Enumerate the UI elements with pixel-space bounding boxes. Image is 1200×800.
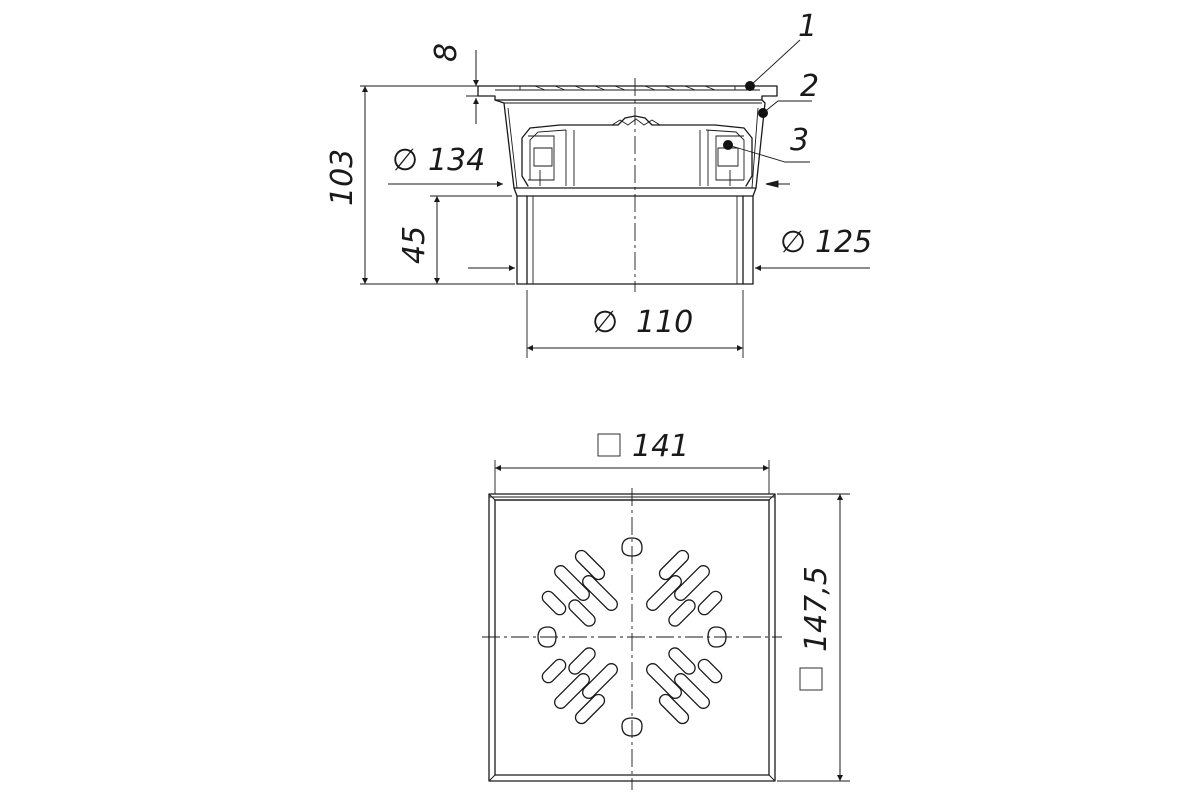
dim-outer-diameter-symbol: ∅ bbox=[780, 225, 806, 260]
dim-top-width-label: 141 bbox=[632, 429, 689, 464]
top-view: 141 147,5 bbox=[482, 429, 850, 790]
dim-body-diameter-label: 134 bbox=[428, 143, 485, 178]
dim-top-height bbox=[777, 493, 850, 782]
callout-1: 1 bbox=[798, 9, 817, 44]
odour-trap bbox=[521, 115, 753, 187]
square-symbol-height bbox=[799, 667, 823, 691]
dim-top-width bbox=[494, 460, 770, 494]
dim-total-height-label: 103 bbox=[325, 149, 360, 206]
dim-lip-height bbox=[466, 50, 495, 124]
square-symbol-width bbox=[597, 433, 621, 457]
grate-centerlines bbox=[482, 488, 782, 790]
dim-outlet-length-label: 45 bbox=[397, 226, 432, 264]
dim-outer-diameter-label: 125 bbox=[815, 225, 872, 260]
dim-lip-height-label: 8 bbox=[429, 43, 464, 62]
grate-top bbox=[477, 85, 778, 101]
dim-body-diameter-symbol: ∅ bbox=[392, 143, 418, 178]
dim-top-height-label: 147,5 bbox=[799, 566, 834, 652]
callout-3: 3 bbox=[790, 123, 809, 158]
dim-pipe-diameter-label: 110 bbox=[636, 305, 693, 340]
grate-slots bbox=[537, 537, 727, 737]
side-view: 1 2 3 8 103 45 ∅ 134 bbox=[325, 9, 872, 358]
callout-leaders bbox=[723, 39, 812, 163]
callout-2: 2 bbox=[800, 69, 819, 104]
dim-pipe-diameter-symbol: ∅ bbox=[592, 305, 618, 340]
